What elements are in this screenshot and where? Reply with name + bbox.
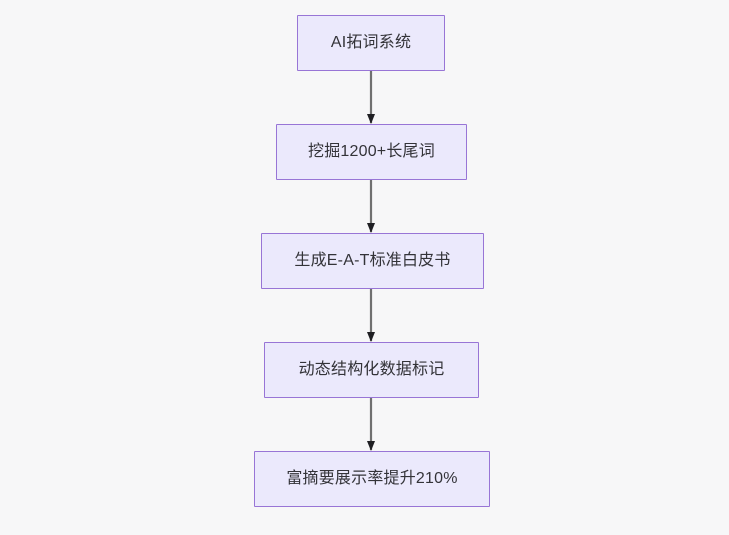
- flow-node-mine-longtail-keywords[interactable]: 挖掘1200+长尾词: [276, 124, 467, 180]
- flow-node-generate-eat-whitepaper[interactable]: 生成E-A-T标准白皮书: [261, 233, 484, 289]
- flow-node-rich-snippet-rate-increase[interactable]: 富摘要展示率提升210%: [254, 451, 490, 507]
- flow-node-ai-keyword-system[interactable]: AI拓词系统: [297, 15, 445, 71]
- flow-node-label: 生成E-A-T标准白皮书: [294, 252, 451, 269]
- flow-node-label: 动态结构化数据标记: [298, 361, 445, 378]
- flow-node-dynamic-structured-data-markup[interactable]: 动态结构化数据标记: [264, 342, 479, 398]
- flow-node-label: 挖掘1200+长尾词: [308, 143, 435, 160]
- flow-node-label: AI拓词系统: [330, 34, 412, 51]
- flow-node-label: 富摘要展示率提升210%: [286, 470, 458, 487]
